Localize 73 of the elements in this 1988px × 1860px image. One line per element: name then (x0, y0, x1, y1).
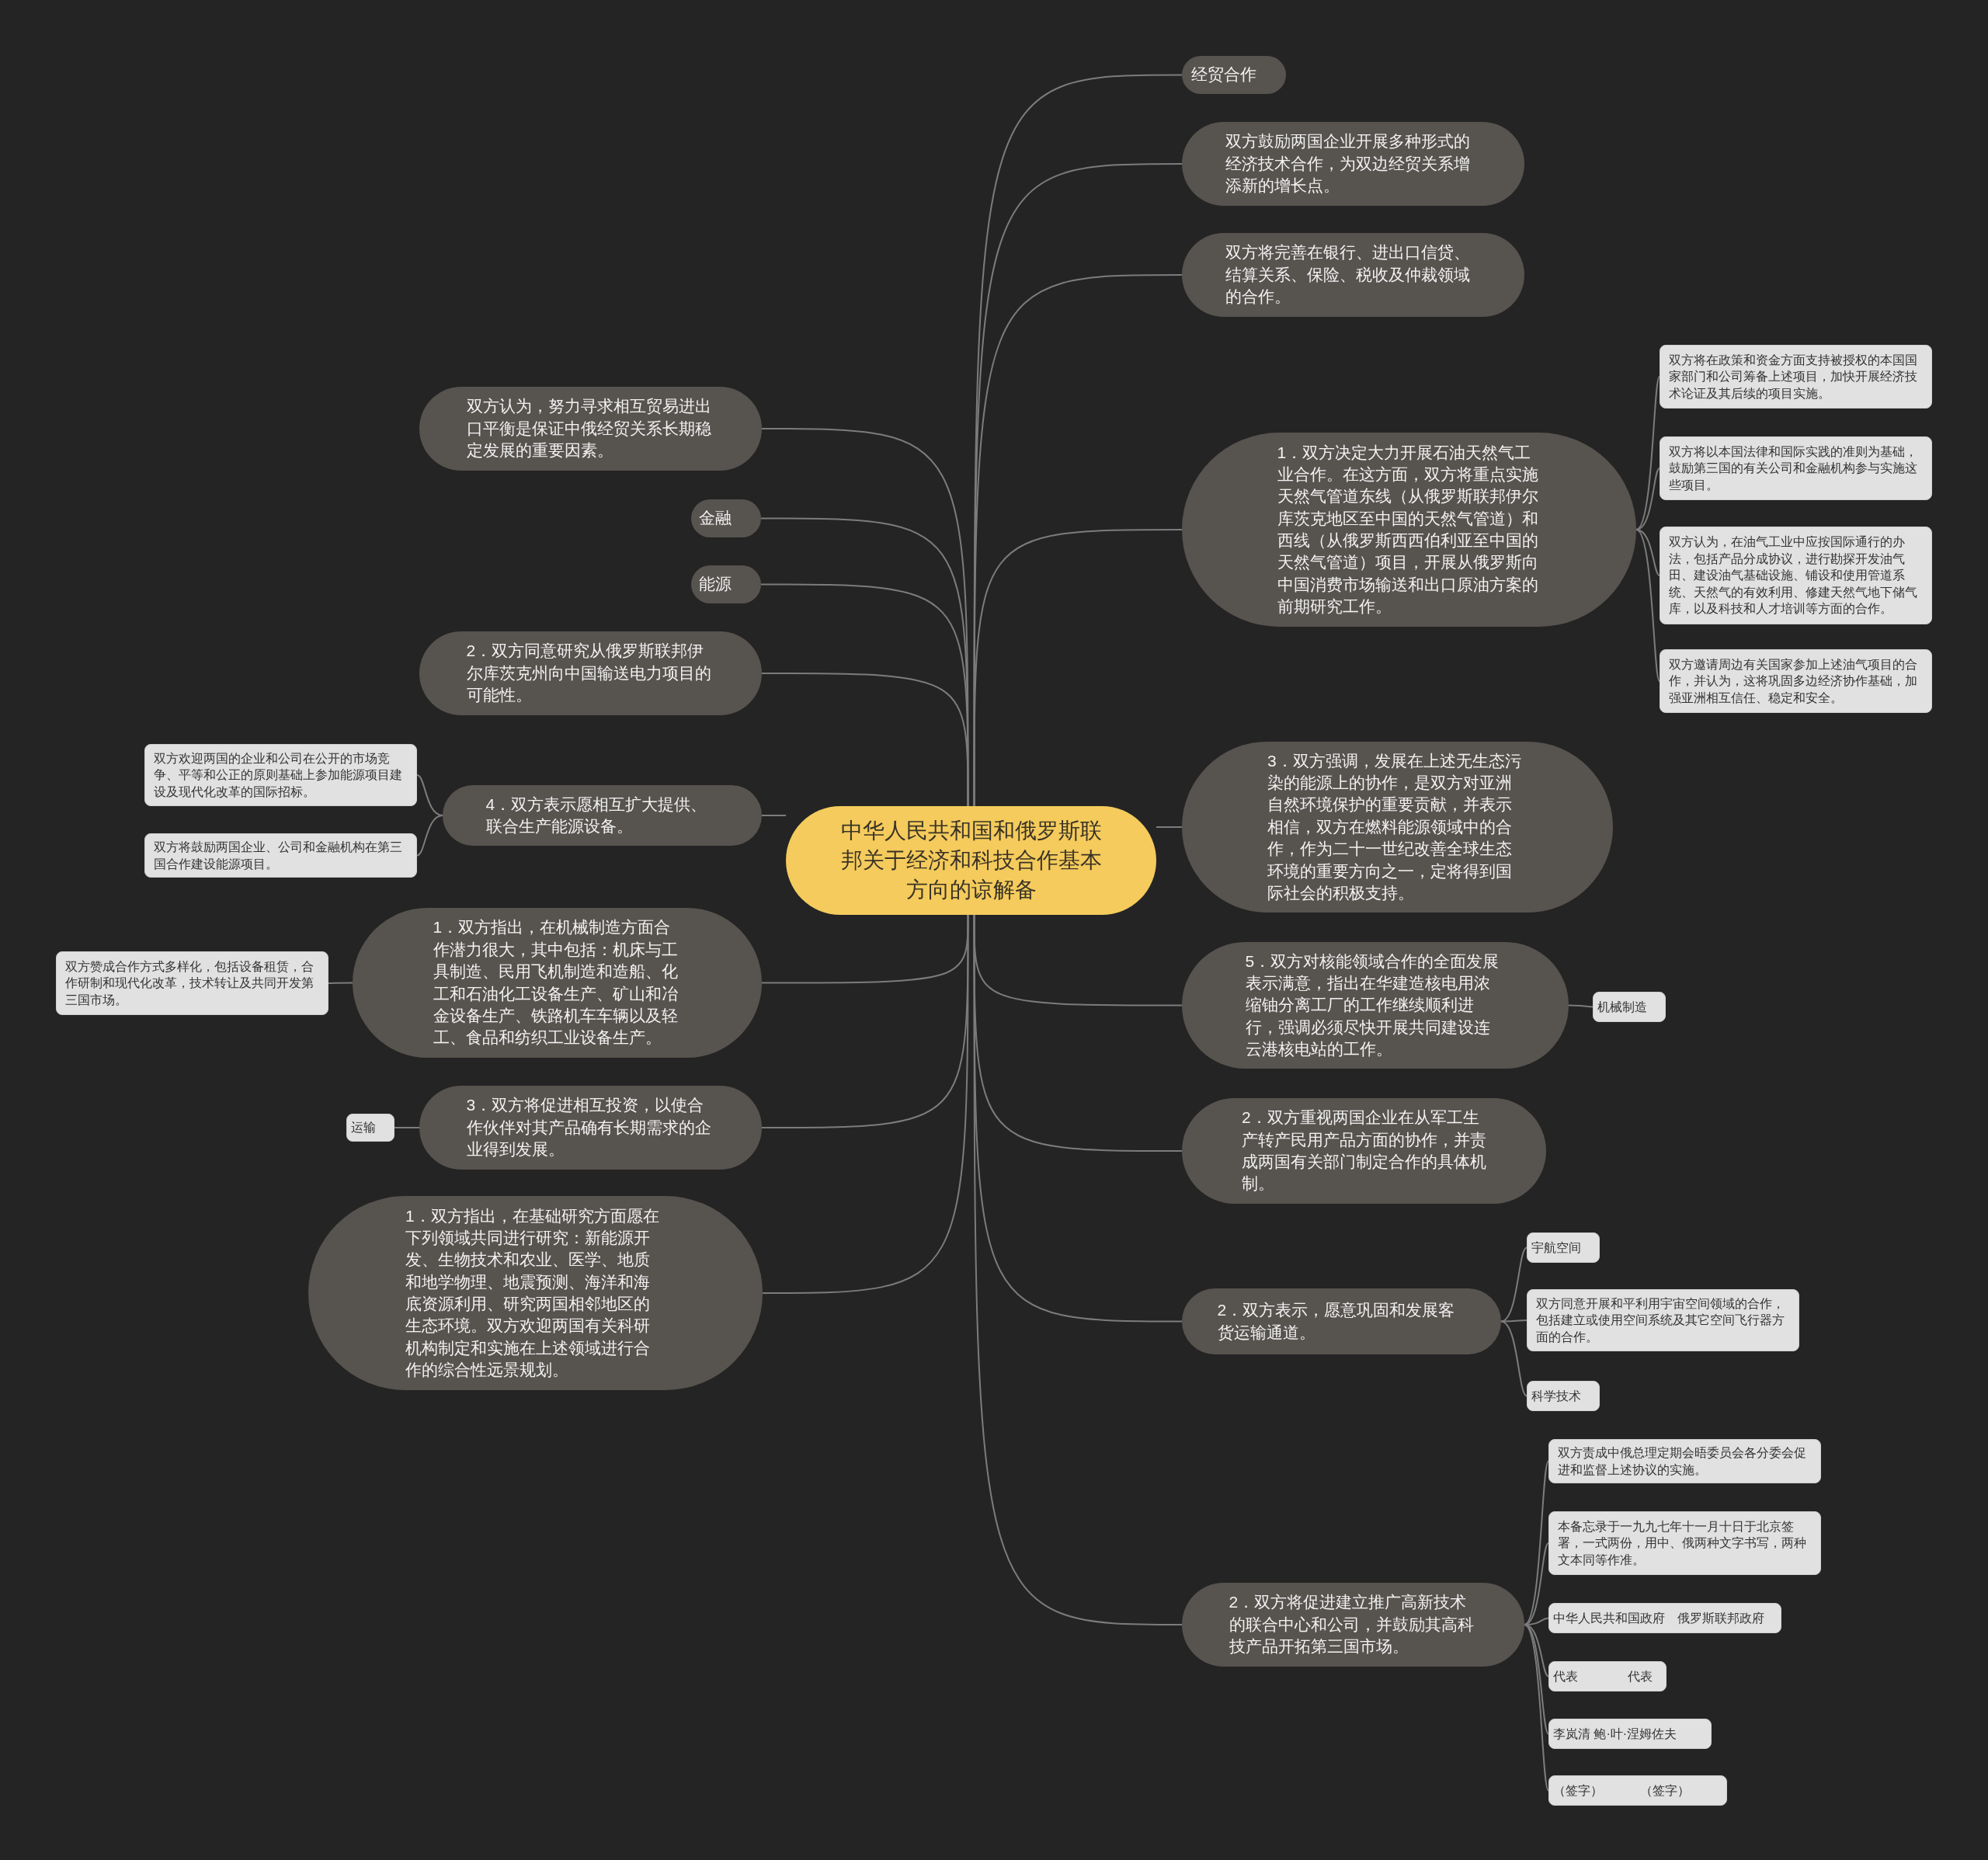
node-text: 3．双方将促进相互投资，以使合作伙伴对其产品确有长期需求的企业得到发展。 (466, 1095, 712, 1160)
connector-line (1635, 376, 1660, 530)
note-box (56, 951, 328, 1015)
node-text: 1．双方决定大力开展石油天然气工业合作。在这方面，双方将重点实施天然气管道东线（从俄罗斯联邦伊尔库茨克地区至中国的天然气管道）和西线（从俄罗斯西西伯利亚至中国的天然气管道）项目，开展从俄罗斯向中国消费市场输送和出口原油方案的前期研究工作。 (1277, 442, 1539, 617)
node-text: 2．双方同意研究从俄罗斯联邦伊尔库茨克州向中国输送电力项目的可能性。 (466, 641, 712, 706)
node-text: 双方同意开展和平利用宇宙空间领域的合作，包括建立或使用空间系统及其它空间飞行器方面的合作。 (1536, 1295, 1785, 1345)
node-text: 双方邀请周边有关国家参加上述油气项目的合作，并认为，这将巩固多边经济协作基础，加强亚洲相互信任、稳定和安全。 (1669, 656, 1918, 706)
node-text: 双方将鼓励两国企业、公司和金融机构在第三国合作建设能源项目。 (154, 839, 403, 872)
connector-line (1500, 1319, 1527, 1323)
node-text: 机械制造 (1597, 999, 1648, 1015)
connector-line (328, 982, 353, 984)
connector-line (1156, 826, 1183, 828)
node-text: 中华人民共和国和俄罗斯联邦关于经济和科技合作基本方向的谅解备 (839, 818, 1103, 903)
node-text: 中华人民共和国政府 俄罗斯联邦政府 (1553, 1610, 1765, 1626)
note-box (1660, 649, 1932, 713)
node-text: 金融 (699, 508, 732, 529)
node-text: 5．双方对核能领域合作的全面发展表示满意，指出在华建造核电用浓缩铀分离工厂的工作继续顺利进行，强调必须尽快开展共同建设连云港核电站的工作。 (1245, 951, 1500, 1059)
note-box (1527, 1232, 1600, 1263)
node-text: 经贸合作 (1191, 64, 1257, 85)
connector-line (1635, 529, 1660, 682)
note-box (1548, 1719, 1712, 1749)
note-box (346, 1114, 394, 1142)
connector-line (1635, 529, 1660, 576)
note-box (1548, 1603, 1781, 1633)
connector-line (394, 1127, 420, 1128)
connector-line (1568, 1004, 1594, 1008)
node-text: 李岚清 鲍·叶·涅姆佐夫 (1553, 1726, 1678, 1742)
connector-line (1524, 1624, 1549, 1792)
note-box (1527, 1289, 1799, 1351)
node-text: 宇航空间 (1531, 1239, 1582, 1256)
note-box (1593, 992, 1666, 1022)
note-box (1527, 1381, 1600, 1411)
node-text: 本备忘录于一九九七年十一月十日于北京签署，一式两份，用中、俄两种文字书写，两种文本同等作准。 (1558, 1518, 1807, 1568)
note-box (144, 833, 417, 878)
note-box (1548, 1511, 1821, 1575)
note-box (1660, 527, 1932, 624)
note-box (1548, 1439, 1821, 1483)
node-text: 2．双方重视两国企业在从军工生产转产民用产品方面的协作，并责成两国有关部门制定合作的具体机制。 (1242, 1107, 1486, 1194)
node-text: 双方将在政策和资金方面支持被授权的本国国家部门和公司筹备上述项目，加快开展经济技术论证及其后续的项目实施。 (1669, 352, 1918, 402)
note-box (1548, 1661, 1667, 1691)
node-text: 2．双方将促进建立推广高新技术的联合中心和公司，并鼓励其高科技产品开拓第三国市场。 (1229, 1592, 1475, 1657)
node-text: 双方欢迎两国的企业和公司在公开的市场竞争、平等和公正的原则基础上参加能源项目建设及现代化改革的国际招标。 (154, 750, 403, 800)
node-text: 运输 (351, 1120, 377, 1136)
topic-node (1182, 56, 1286, 94)
node-text: 双方鼓励两国企业开展多种形式的经济技术合作，为双边经贸关系增添新的增长点。 (1225, 131, 1471, 196)
node-text: 双方将完善在银行、进出口信贷、结算关系、保险、税收及仲裁领域的合作。 (1225, 242, 1471, 308)
note-box (144, 744, 417, 806)
node-text: 2．双方表示，愿意巩固和发展客货运输通道。 (1217, 1300, 1456, 1343)
node-text: 4．双方表示愿相互扩大提供、联合生产能源设备。 (485, 794, 708, 836)
connector-line (1524, 1624, 1549, 1677)
note-box (1660, 345, 1932, 409)
connector-line (1500, 1320, 1527, 1397)
topic-node (691, 565, 761, 603)
node-text: 科学技术 (1531, 1388, 1582, 1404)
connector-line (416, 815, 443, 857)
node-text: 3．双方强调，发展在上述无生态污染的能源上的协作，是双方对亚洲自然环境保护的重要贡献，并表示相信，双方在燃料能源领域中的合作，作为二十一世纪改善全球生态环境的重要方向之一，定将得到国际社会的积极支持。 (1267, 750, 1522, 903)
node-text: 1．双方指出，在机械制造方面合作潜力很大，其中包括：机床与工具制造、民用飞机制造和造船、化工和石油化工设备生产、矿山和冶金设备生产、铁路机车车辆以及轻工、食品和纺织工业设备生产。 (433, 917, 679, 1048)
node-text: 双方认为，努力寻求相互贸易进出口平衡是保证中俄经贸关系长期稳定发展的重要因素。 (466, 396, 712, 461)
note-box (1660, 436, 1932, 500)
connector-line (1524, 1460, 1549, 1625)
connector-line (761, 673, 969, 807)
node-text: 能源 (699, 574, 732, 595)
node-text: 双方将以本国法律和国际实践的准则为基础，鼓励第三国的有关公司和金融机构参与实施这些项目。 (1669, 443, 1918, 493)
node-text: 双方赞成合作方式多样化，包括设备租赁，合作研制和现代化改革，技术转让及共同开发第三国市场。 (65, 958, 315, 1008)
note-box (1548, 1775, 1727, 1806)
node-text: 双方责成中俄总理定期会晤委员会各分委会促进和监督上述协议的实施。 (1558, 1445, 1807, 1478)
node-text: 代表 代表 (1553, 1668, 1653, 1684)
node-text: （签字） （签字） (1553, 1782, 1691, 1799)
topic-node (691, 499, 761, 537)
node-text: 1．双方指出，在基础研究方面愿在下列领域共同进行研究：新能源开发、生物技术和农业、医学、地质和地学物理、地震预测、海洋和海底资源利用、研究两国相邻地区的生态环境。双方欢迎两国有关科研机构制定和实施在上述领域进行合作的综合性远景规划。 (405, 1205, 660, 1381)
connector-line (761, 815, 787, 816)
node-text: 双方认为，在油气工业中应按国际通行的办法，包括产品分成协议，进行勘探开发油气田、建设油气基础设施、铺设和使用管道系统、天然气的有效利用、修建天然气地下储气库，以及科技和人才培训等方面的合作。 (1669, 534, 1918, 617)
connector-line (762, 914, 969, 1294)
